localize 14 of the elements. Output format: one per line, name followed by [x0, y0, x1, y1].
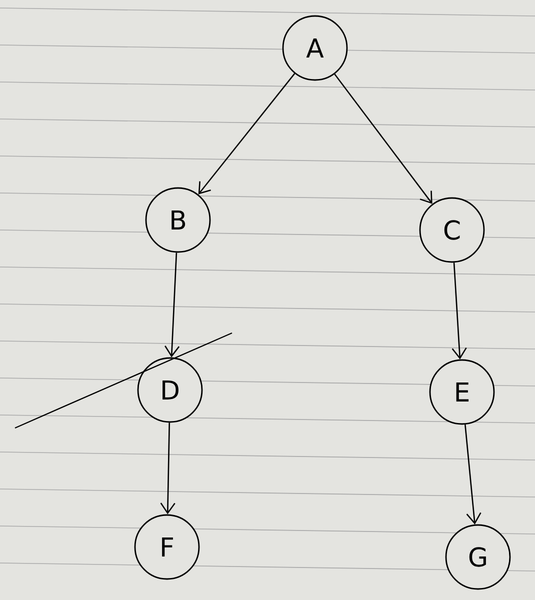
circle-node: F — [134, 514, 200, 580]
arrow — [334, 74, 432, 204]
arrow — [452, 262, 467, 360]
circle-node: G — [445, 524, 511, 590]
circle-node: D — [137, 357, 203, 423]
arrow — [164, 252, 180, 358]
circle-node: B — [145, 187, 211, 253]
node-label: G — [469, 547, 486, 567]
circle-node: A — [282, 15, 348, 81]
arrow — [160, 422, 176, 514]
arrow — [198, 73, 296, 194]
circle-node: C — [419, 197, 485, 263]
arrow — [464, 424, 482, 524]
circle-node: E — [429, 359, 495, 425]
